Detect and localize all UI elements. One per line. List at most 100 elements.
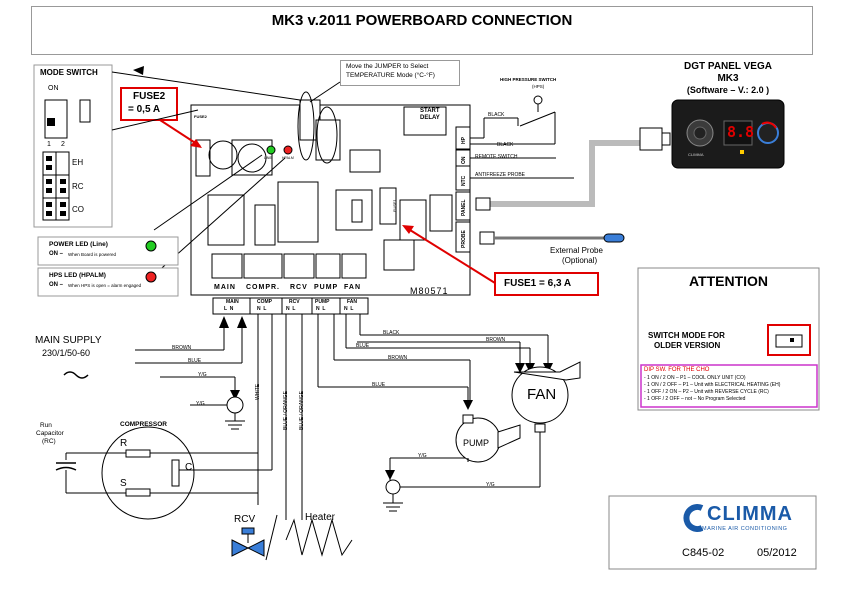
page-title: MK3 v.2011 POWERBOARD CONNECTION <box>271 12 573 29</box>
board-fuse1-label: FUSE1 <box>392 199 397 212</box>
board-model: M80571 <box>410 286 449 296</box>
board-led-line: LINE <box>264 156 272 160</box>
board-bottom-rcv: RCV <box>290 284 308 291</box>
compressor-r: R <box>120 438 128 449</box>
dip-title: DIP SW. FOR THE CHO <box>644 367 710 373</box>
hps-led-text: When HPS is open = alarm engaged <box>68 283 142 288</box>
logo-tagline: MARINE AIR CONDITIONING <box>702 526 788 532</box>
terminal-fan-pins: N L <box>344 306 354 312</box>
mode-rc: RC <box>72 182 84 191</box>
fuse2-line2: = 0,5 A <box>128 104 161 115</box>
jumper-note-line2: TEMPERATURE Mode (°C-°F) <box>346 72 435 79</box>
board-start-delay-1: START <box>420 108 440 114</box>
panel-title-1: DGT PANEL VEGA <box>684 61 772 72</box>
wire-black-fan: BLACK <box>383 330 400 336</box>
wire-brown-fan: BROWN <box>486 337 506 343</box>
wire-brown-pump: BROWN <box>388 355 408 361</box>
jack-on: ON <box>461 156 467 165</box>
heater-label: Heater <box>305 512 336 523</box>
logo-box <box>608 495 817 570</box>
dip-line-2: - 1 ON / 2 OFF – P1 – Unit with ELECTRIC… <box>644 382 781 388</box>
supply-symbol: ~ <box>62 360 75 386</box>
label-black-2: BLACK <box>497 142 514 148</box>
attention-title: ATTENTION <box>688 273 769 289</box>
fuse1-callout <box>494 272 599 296</box>
panel-display: 8.8 <box>727 123 755 141</box>
capacitor-line2: Capacitor <box>36 430 64 437</box>
mode-switch-num-2: 2 <box>61 141 65 148</box>
hps-led-title: HPS LED (HPALM) <box>49 272 106 279</box>
line-led <box>266 145 276 155</box>
dip-line-3: - 1 OFF / 2 ON – P2 – Unit with REVERSE … <box>644 389 769 395</box>
terminal-main: MAIN <box>226 299 239 305</box>
mode-switch-dip <box>44 99 68 139</box>
wire-blue-orange-1: BLUE / ORANGE <box>283 391 289 430</box>
hps-line1: HIGH PRESSURE SWITCH <box>500 77 557 82</box>
power-led-on: ON – <box>49 251 64 257</box>
wire-brown-main: BROWN <box>172 345 192 351</box>
fuse2-line1: FUSE2 <box>133 91 166 102</box>
pump-label: PUMP <box>463 438 490 448</box>
external-probe-line1: External Probe <box>550 246 603 255</box>
jack-ntc: NTC <box>461 175 467 186</box>
board-bottom-pump: PUMP <box>314 284 339 291</box>
terminal-main-pins: L N <box>224 306 234 312</box>
fuse1-label: FUSE1 = 6,3 A <box>504 278 572 289</box>
mode-co: CO <box>72 205 84 214</box>
mode-switch-num-1: 1 <box>47 141 51 148</box>
capacitor-line1: Run <box>40 422 52 429</box>
capacitor-line3: (RC) <box>42 438 56 445</box>
label-black-1: BLACK <box>488 112 505 118</box>
wire-blue-main: BLUE <box>188 358 202 364</box>
label-remote-switch: REMOTE SWITCH <box>475 154 518 160</box>
power-led-text: When Board is powered <box>68 252 117 257</box>
terminal-pump-pins: N L <box>316 306 326 312</box>
logo-brand: CLIMMA <box>707 503 793 525</box>
rcv-label: RCV <box>234 514 256 525</box>
compressor-title: COMPRESSOR <box>120 421 167 428</box>
board-fuse2-label: FUSE2 <box>194 114 207 119</box>
attention-switch-2: OLDER VERSION <box>654 341 721 350</box>
hps-line2: (HPS) <box>532 84 545 89</box>
panel-title-2: MK3 <box>717 73 739 84</box>
compressor-s: S <box>120 478 127 489</box>
compressor-circle <box>101 426 195 520</box>
board-led-hpalm: HPALM <box>282 156 294 160</box>
doc-code: C845-02 <box>682 547 725 559</box>
wire-blue-fan: BLUE <box>356 343 370 349</box>
wire-blue-pump: BLUE <box>372 382 386 388</box>
terminal-comp: COMP <box>257 299 272 305</box>
supply-line1: MAIN SUPPLY <box>35 335 102 346</box>
fan-circle <box>511 366 569 424</box>
label-antifreeze: ANTIFREEZE PROBE <box>475 172 526 178</box>
terminal-rcv: RCV <box>289 299 300 305</box>
wire-blue-orange-2: BLUE / ORANGE <box>299 391 305 430</box>
fan-label: FAN <box>527 386 557 403</box>
board-bottom-fan: FAN <box>344 284 361 291</box>
jack-panel: PANEL <box>461 199 467 216</box>
board-bottom-compr: COMPR. <box>246 284 280 291</box>
hps-led <box>283 145 293 155</box>
doc-date: 05/2012 <box>757 547 797 559</box>
wire-white: WHITE <box>255 383 261 400</box>
external-probe-line2: (Optional) <box>562 256 598 265</box>
jumper-note-box <box>340 60 460 86</box>
terminal-comp-pins: N L <box>257 306 267 312</box>
jack-hp: HP <box>461 137 467 144</box>
terminal-pump: PUMP <box>315 299 330 305</box>
supply-line2: 230/1/50-60 <box>42 348 91 358</box>
mode-switch-on-label: ON <box>48 85 59 92</box>
title-box: MK3 v.2011 POWERBOARD CONNECTION <box>31 6 813 55</box>
fuse2-callout <box>120 87 178 121</box>
jumper-note-line1: Move the JUMPER to Select <box>346 63 429 70</box>
hps-led-on: ON – <box>49 282 64 288</box>
wire-yg-main: Y/G <box>198 372 207 378</box>
mode-eh: EH <box>72 158 84 167</box>
board-start-delay-2: DELAY <box>420 115 440 121</box>
jack-probe: PROBE <box>461 230 467 248</box>
dip-line-1: - 1 ON / 2 ON – P1 – COOL ONLY UNIT (CO) <box>644 375 746 381</box>
wire-yg-fan: Y/G <box>486 482 495 488</box>
attention-switch-1: SWITCH MODE FOR <box>648 331 725 340</box>
compressor-c: C <box>185 462 193 473</box>
